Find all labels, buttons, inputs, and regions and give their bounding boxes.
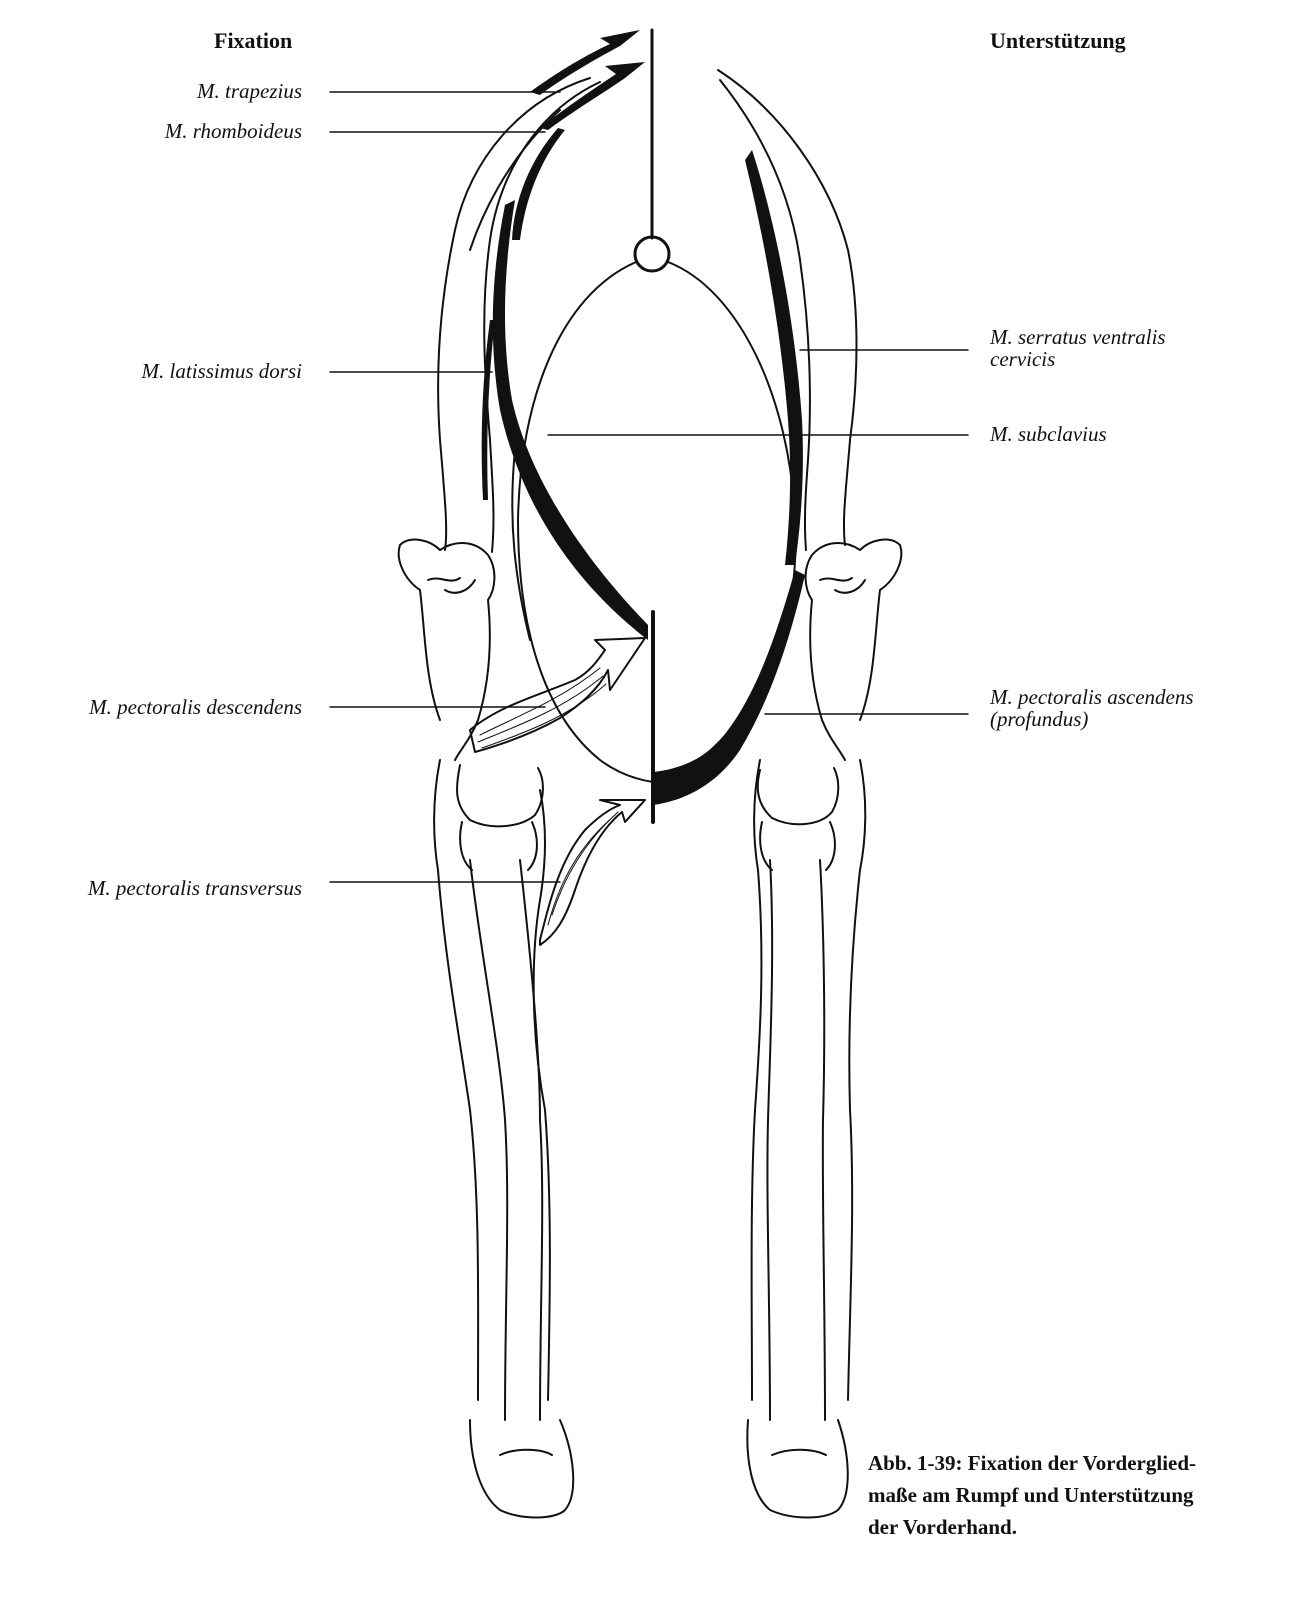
left-trapezius-band	[530, 30, 640, 95]
right-carpus	[756, 767, 840, 871]
left-inner-line	[511, 449, 531, 641]
heading-unterstuetzung: Unterstützung	[990, 28, 1126, 53]
left-pect-desc-arrow	[469, 637, 646, 753]
heading-fixation: Fixation	[214, 28, 293, 53]
label-pect-asc-line1: M. pectoralis ascendens	[990, 685, 1194, 709]
left-streak	[481, 320, 495, 500]
label-rhomboideus: M. rhomboideus	[164, 119, 302, 143]
left-humerus	[397, 538, 496, 761]
right-scapula-outline	[717, 69, 858, 551]
label-latissimus: M. latissimus dorsi	[141, 359, 302, 383]
left-latissimus-band	[492, 200, 648, 640]
left-carpus	[456, 764, 544, 871]
right-humerus	[804, 538, 903, 761]
caption-line-3: der Vorderhand.	[868, 1515, 1017, 1539]
caption-line-2: maße am Rumpf und Unterstützung	[868, 1483, 1194, 1507]
left-rhomboideus-band	[540, 62, 645, 130]
right-forearm	[750, 759, 867, 1401]
label-trapezius: M. trapezius	[197, 79, 302, 103]
left-cannon	[469, 859, 544, 1421]
left-rhomboideus-lower	[512, 128, 565, 240]
label-pect-asc-line2: (profundus)	[990, 707, 1089, 731]
pivot-circle	[633, 235, 671, 273]
right-pect-asc-band	[653, 570, 805, 805]
label-pect-trans: M. pectoralis transversus	[87, 876, 302, 900]
right-humerus-head-detail	[819, 577, 866, 594]
right-hoof	[746, 1419, 849, 1519]
label-subclavius: M. subclavius	[990, 422, 1107, 446]
right-cannon	[766, 859, 826, 1421]
caption-line-1: Abb. 1-39: Fixation der Vorderglied-	[868, 1451, 1197, 1475]
left-forearm	[433, 759, 551, 1401]
left-pect-desc-stripes	[477, 667, 607, 749]
left-pect-trans-stripes	[547, 811, 619, 926]
left-hoof	[469, 1419, 575, 1519]
figure-caption: Abb. 1-39: Fixation der Vorderglied- maß…	[868, 1447, 1278, 1543]
label-pect-desc: M. pectoralis descendens	[89, 695, 302, 719]
label-serratus-line1: M. serratus ventralis	[990, 325, 1166, 349]
left-pect-trans-arrow	[539, 799, 646, 946]
left-humerus-head-detail	[427, 577, 476, 594]
label-serratus-line2: cervicis	[990, 347, 1056, 371]
right-serratus-band	[745, 150, 803, 565]
